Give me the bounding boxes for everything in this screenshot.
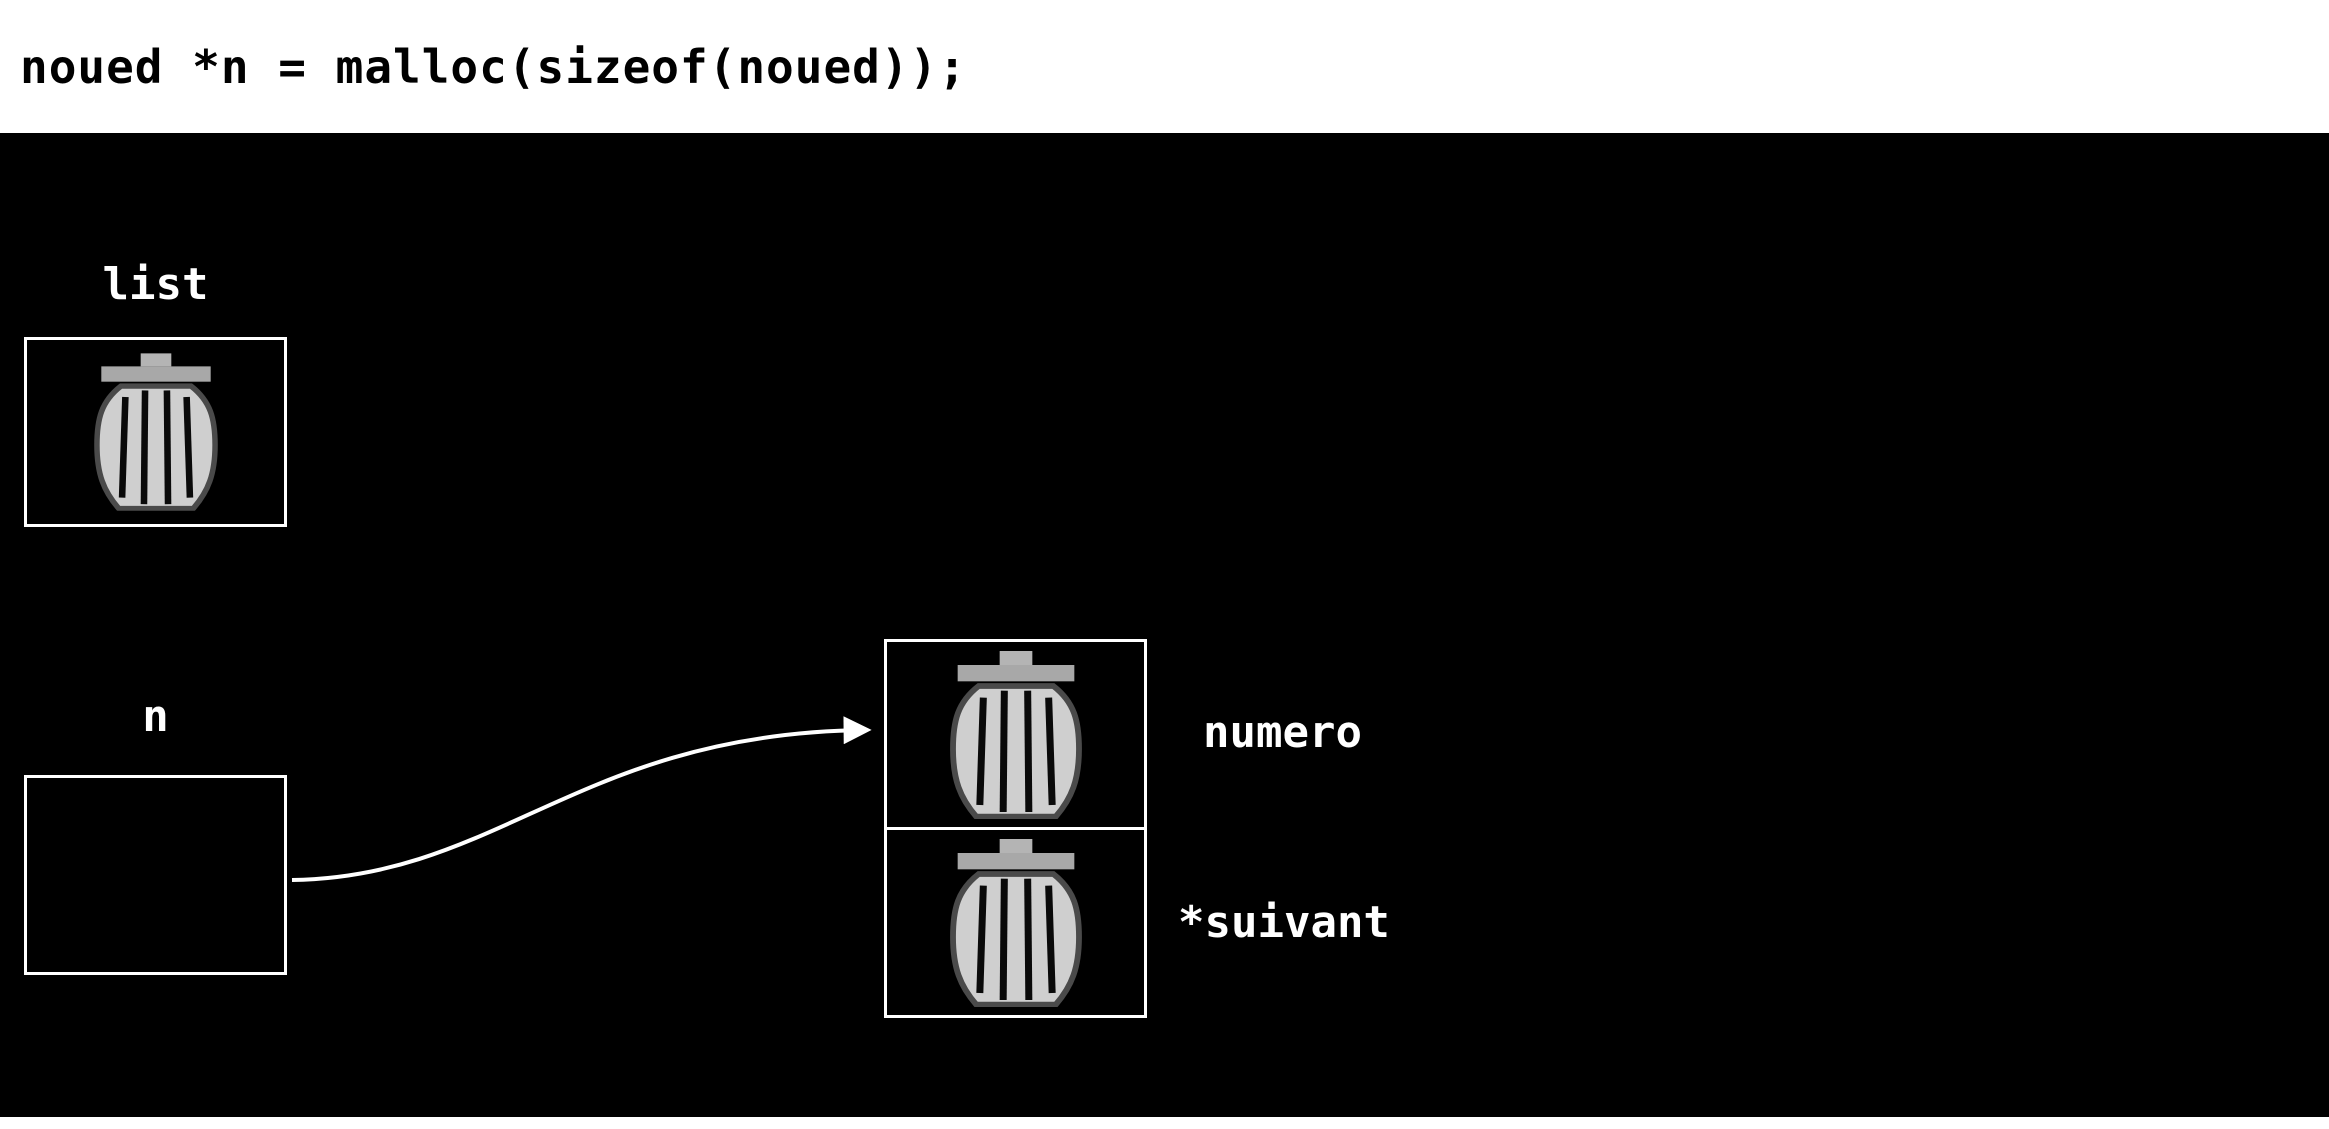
node-field-numero: [887, 642, 1144, 830]
node-field-suivant: [887, 830, 1144, 1015]
list-pointer-box: [24, 337, 287, 527]
code-line: noued *n = malloc(sizeof(noued));: [20, 39, 967, 94]
trash-icon: [941, 651, 1091, 819]
node-struct-box: [884, 639, 1147, 1018]
suivant-field-label: *suivant: [1178, 897, 1390, 948]
code-header: noued *n = malloc(sizeof(noued));: [0, 0, 2329, 133]
trash-icon: [86, 353, 226, 511]
n-pointer-box: [24, 775, 287, 975]
numero-field-label: numero: [1203, 707, 1362, 758]
pointer-arrow: [291, 716, 872, 882]
list-pointer-label: list: [102, 259, 209, 310]
n-pointer-label: n: [142, 691, 169, 742]
trash-icon: [941, 839, 1091, 1007]
diagram-canvas: list n numero *suivant: [0, 133, 2329, 1117]
